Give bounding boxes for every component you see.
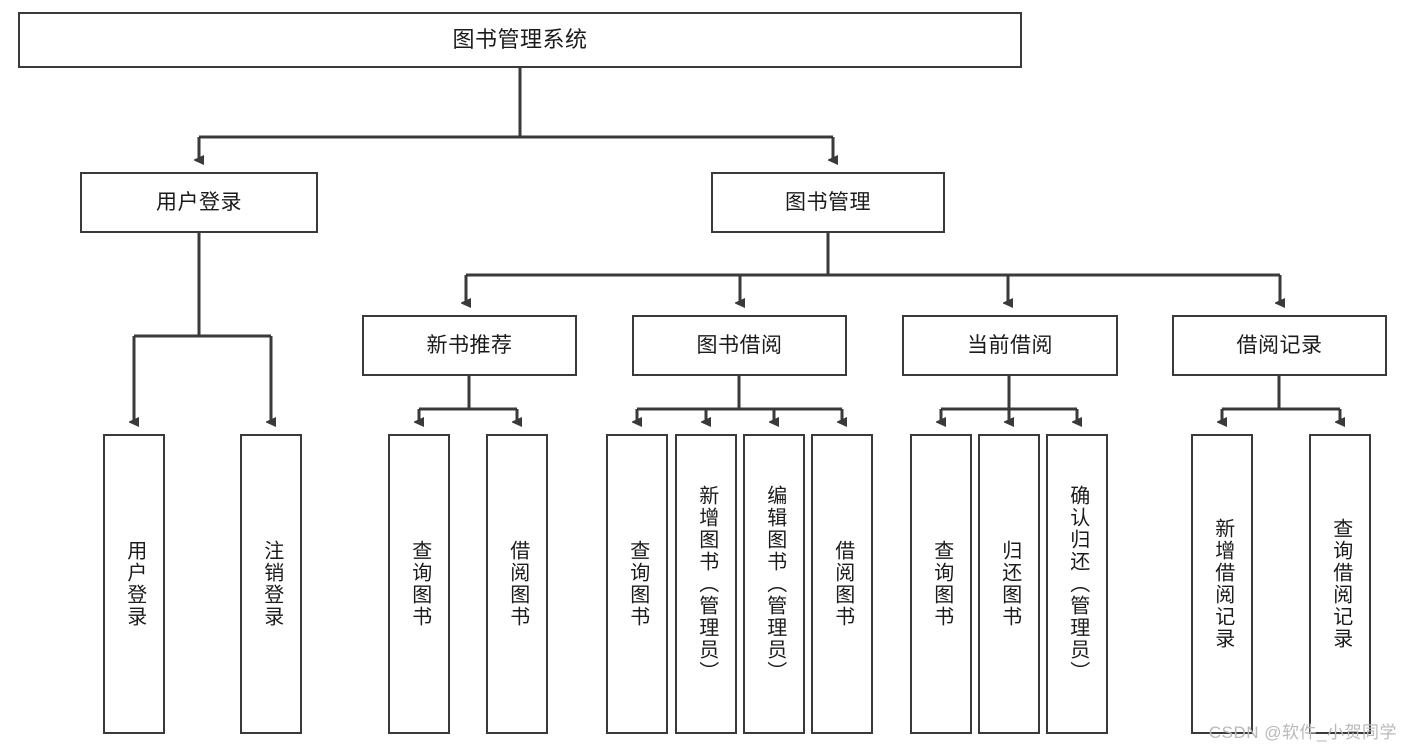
node-root-system[interactable]: 图书管理系统 <box>18 12 1022 68</box>
leaf-book-borrow-edit-admin[interactable]: 编辑图书（管理员） <box>743 434 805 734</box>
node-borrow-record[interactable]: 借阅记录 <box>1172 315 1387 376</box>
leaf-book-borrow-borrow[interactable]: 借阅图书 <box>811 434 873 734</box>
node-new-book-recommend[interactable]: 新书推荐 <box>362 315 577 376</box>
node-current-borrow[interactable]: 当前借阅 <box>902 315 1118 376</box>
csdn-watermark: CSDN @软件_小贺同学 <box>1208 723 1397 742</box>
leaf-new-book-query[interactable]: 查询图书 <box>388 434 450 734</box>
leaf-current-borrow-return[interactable]: 归还图书 <box>978 434 1040 734</box>
leaf-current-borrow-query[interactable]: 查询图书 <box>910 434 972 734</box>
node-book-management[interactable]: 图书管理 <box>711 172 945 233</box>
leaf-user-login-logout[interactable]: 注销登录 <box>240 434 302 734</box>
leaf-borrow-record-query[interactable]: 查询借阅记录 <box>1309 434 1371 734</box>
leaf-new-book-borrow[interactable]: 借阅图书 <box>486 434 548 734</box>
leaf-book-borrow-query[interactable]: 查询图书 <box>606 434 668 734</box>
node-user-login[interactable]: 用户登录 <box>80 172 318 233</box>
leaf-borrow-record-add[interactable]: 新增借阅记录 <box>1191 434 1253 734</box>
leaf-current-borrow-confirm-admin[interactable]: 确认归还（管理员） <box>1046 434 1108 734</box>
node-book-borrow[interactable]: 图书借阅 <box>632 315 847 376</box>
leaf-user-login-login[interactable]: 用户登录 <box>103 434 165 734</box>
leaf-book-borrow-add-admin[interactable]: 新增图书（管理员） <box>675 434 737 734</box>
